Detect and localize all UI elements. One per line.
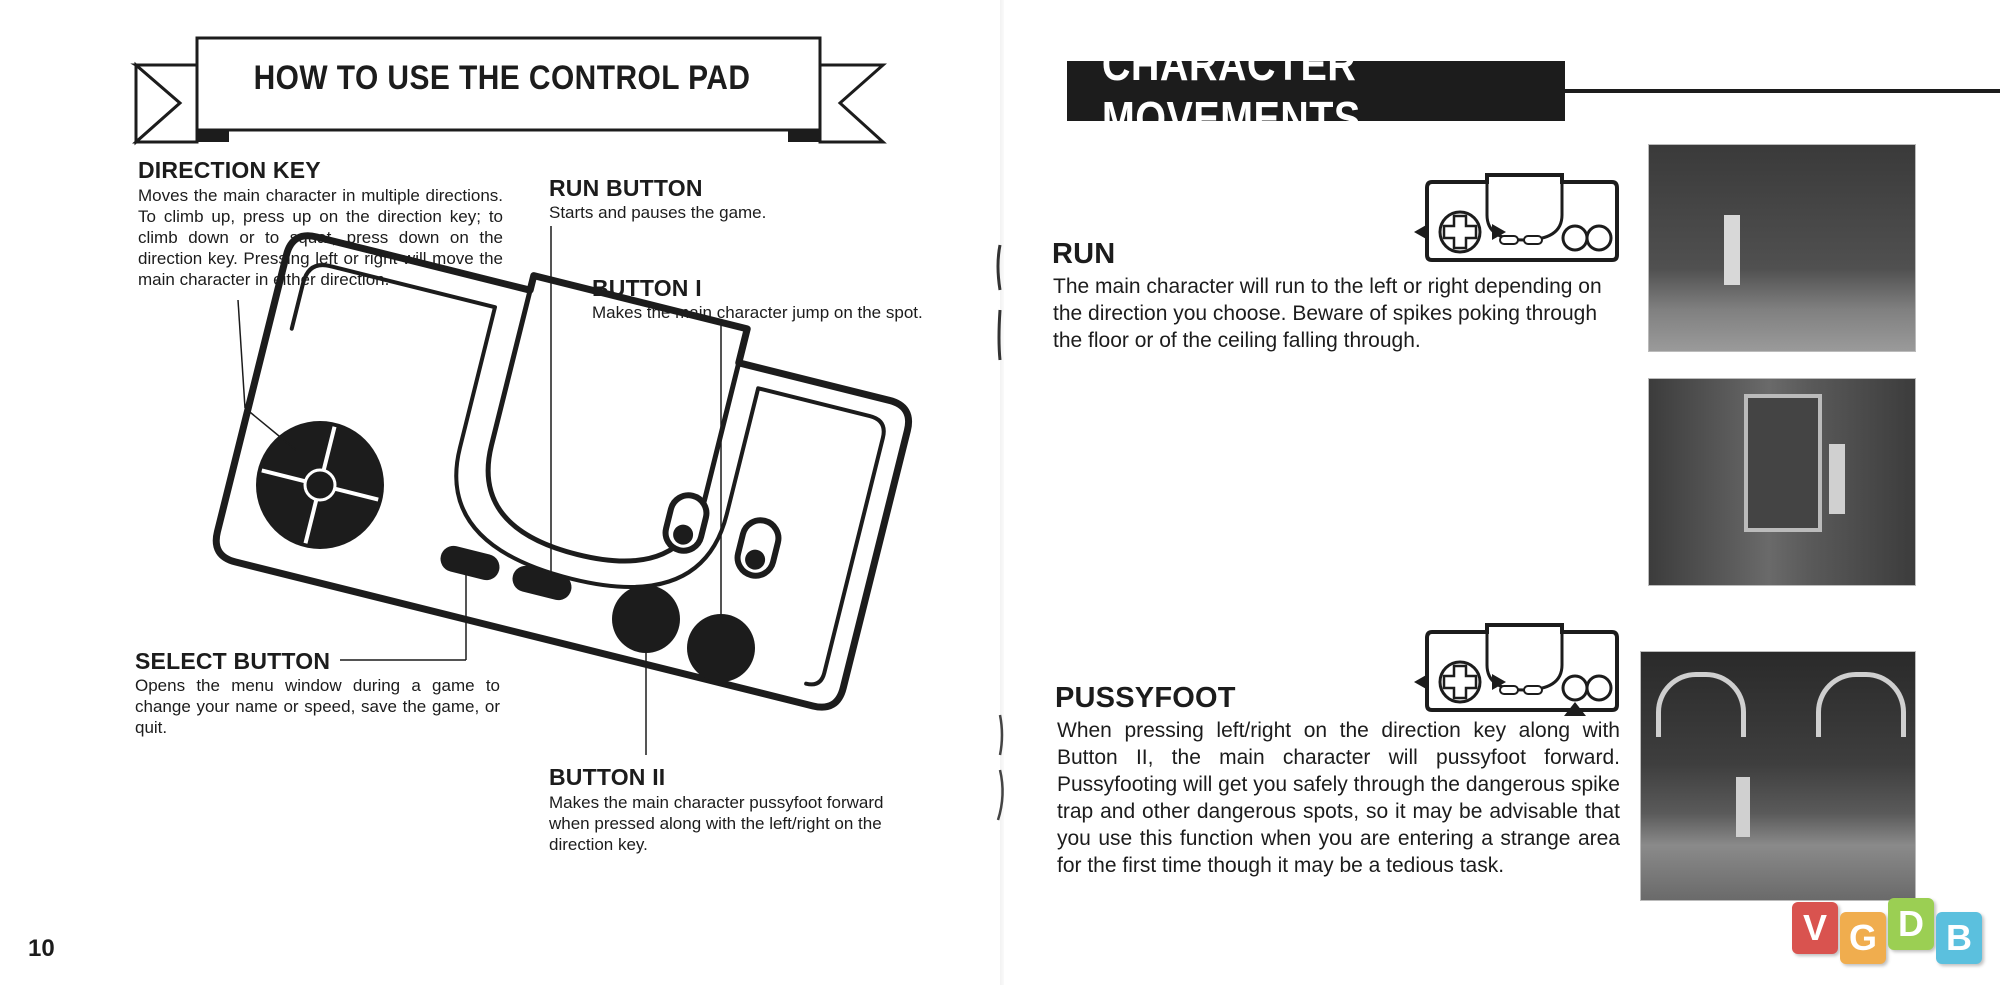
watermark-g-icon: G: [1840, 912, 1886, 964]
turbo-switch-1-icon: [662, 492, 710, 554]
ribbon-main: [195, 36, 822, 132]
run-heading: RUN: [1052, 238, 1116, 270]
ribbon-fold-right: [788, 130, 820, 142]
ribbon-banner: [130, 36, 887, 146]
run-pill-icon: [512, 565, 572, 601]
mini-pad-pussyfoot-icon: [1414, 623, 1619, 716]
arch-1: [1656, 672, 1746, 737]
button-2-icon: [612, 585, 680, 653]
character-figure: [1724, 215, 1740, 285]
banner-title: HOW TO USE THE CONTROL PAD: [253, 58, 751, 97]
pussyfoot-screenshot: [1640, 651, 1916, 901]
button-2-text: Makes the main character pussyfoot forwa…: [549, 793, 884, 854]
mini-pad-run-icon: [1414, 173, 1619, 262]
ribbon-fold-left: [197, 130, 229, 142]
leader-lines: [237, 226, 722, 755]
pussyfoot-text: When pressing left/right on the directio…: [1057, 719, 1620, 877]
pussyfoot-heading: PUSSYFOOT: [1055, 682, 1236, 714]
arch-2: [1816, 672, 1906, 737]
title-rule: [1565, 89, 2000, 93]
run-button-text: Starts and pauses the game.: [549, 203, 767, 222]
title-text: CHARACTER MOVEMENTS: [1101, 38, 1361, 144]
character-figure-3: [1736, 777, 1750, 837]
run-screenshot-1: [1648, 144, 1916, 352]
run-button-heading: RUN BUTTON: [549, 175, 703, 201]
page-number: 10: [28, 935, 55, 962]
page-fold: [1000, 0, 1004, 985]
character-movements-title: CHARACTER MOVEMENTS: [1067, 38, 1565, 144]
select-button-heading: SELECT BUTTON: [135, 648, 331, 674]
binding-marks: [996, 244, 1004, 821]
watermark-b-icon: B: [1936, 912, 1982, 964]
control-pad-diagram: [212, 226, 913, 755]
pad-outline: [212, 232, 913, 711]
select-pill-icon: [440, 545, 500, 581]
turbo-switch-2-icon: [734, 517, 782, 579]
watermark-d-icon: D: [1888, 898, 1934, 950]
watermark-v-icon: V: [1792, 902, 1838, 954]
run-text: The main character will run to the left …: [1053, 275, 1602, 352]
dpad-icon: [256, 421, 384, 549]
select-button-text: Opens the menu window during a game to c…: [135, 676, 500, 737]
button-1-icon: [687, 614, 755, 682]
direction-key-text: Moves the main character in multiple dir…: [138, 186, 503, 289]
run-screenshot-2: [1648, 378, 1916, 586]
ornate-door: [1744, 394, 1822, 532]
character-figure-2: [1829, 444, 1845, 514]
direction-key-heading: DIRECTION KEY: [138, 157, 321, 183]
button-2-heading: BUTTON II: [549, 764, 666, 790]
